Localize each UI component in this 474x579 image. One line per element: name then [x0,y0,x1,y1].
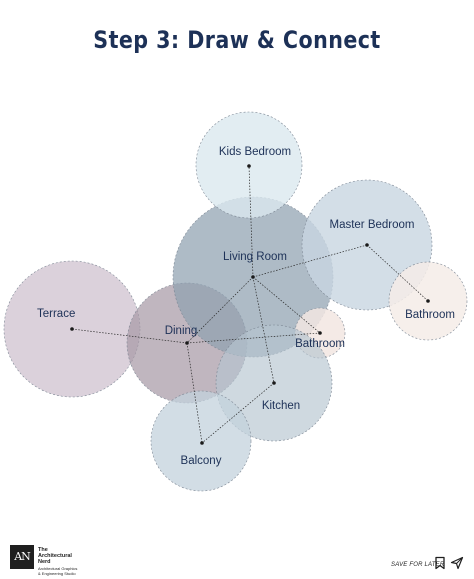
brand-name: The Architectural Nerd [38,547,72,566]
connection-kitchen-to-balcony [201,382,275,444]
room-label-kitchen: Kitchen [262,400,300,412]
room-label-balcony: Balcony [181,455,222,467]
room-dot-living-room [251,275,255,279]
room-dot-kids-bedroom [247,164,251,168]
room-dot-kitchen [272,381,276,385]
room-dot-balcony [200,441,204,445]
connection-dining-to-bathroom-small [186,332,321,344]
connection-living-room-to-bathroom-small [252,276,321,334]
save-for-later-link[interactable]: SAVE FOR LATER [391,562,445,568]
brand-tagline: Architectural Graphics & Engineering Stu… [38,566,78,576]
room-label-terrace: Terrace [37,308,75,320]
bookmark-icon[interactable] [433,556,447,570]
room-label-master-bedroom: Master Bedroom [329,219,414,231]
connection-dining-to-balcony [186,342,203,444]
brand-text: The Architectural Nerd Architectural Gra… [38,547,78,576]
room-dot-master-bedroom [365,243,369,247]
connection-master-bedroom-to-bathroom-master [366,244,429,302]
room-dot-dining [185,341,189,345]
room-label-living-room: Living Room [223,251,287,263]
room-circles [3,111,468,492]
room-label-bathroom-master: Bathroom [405,309,455,321]
room-label-kids-bedroom: Kids Bedroom [219,146,291,158]
room-label-bathroom-small: Bathroom [295,338,345,350]
room-label-dining: Dining [165,325,198,337]
connection-living-room-to-kitchen [252,276,275,384]
connection-living-room-to-kids-bedroom [248,165,254,278]
connection-dining-to-terrace [71,328,188,344]
connection-lines [71,165,429,444]
room-bubble-balcony [150,390,252,492]
room-dot-terrace [70,327,74,331]
share-icon[interactable] [450,556,464,570]
page-title: Step 3: Draw & Connect [93,26,381,54]
room-center-dots [70,164,430,445]
room-dot-bathroom-small [318,331,322,335]
connection-living-room-to-dining [186,276,254,344]
room-dot-bathroom-master [426,299,430,303]
brand-logo: AN [10,545,34,569]
